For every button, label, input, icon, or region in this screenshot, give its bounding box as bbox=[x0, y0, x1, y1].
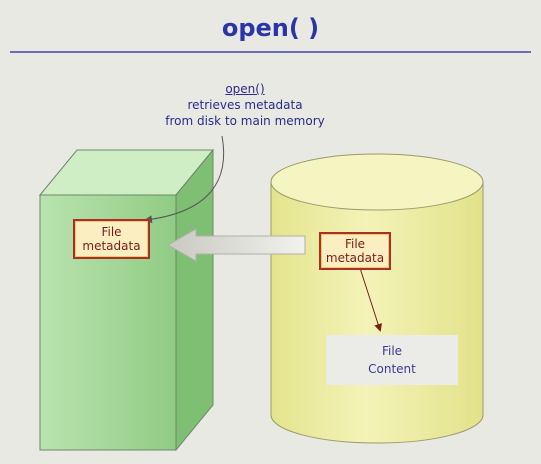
memory-metadata-box: File metadata bbox=[73, 219, 150, 259]
file-content-line-1: File bbox=[381, 344, 403, 358]
memory-block bbox=[38, 148, 215, 452]
disk-metadata-box: File metadata bbox=[319, 232, 391, 270]
memory-metadata-line-1: File bbox=[101, 225, 122, 239]
file-content-line-2: Content bbox=[368, 362, 416, 376]
memory-metadata-line-2: metadata bbox=[82, 239, 141, 253]
file-content-box: File Content bbox=[326, 335, 458, 385]
disk-metadata-line-1: File bbox=[344, 237, 366, 251]
function-name: open() bbox=[225, 82, 265, 96]
disk-cylinder bbox=[270, 153, 484, 444]
annotation-line-2: from disk to main memory bbox=[165, 114, 325, 128]
disk-metadata-line-2: metadata bbox=[325, 251, 385, 265]
slide-title: open( ) bbox=[221, 14, 320, 42]
content-pointer bbox=[359, 267, 382, 332]
title-divider bbox=[10, 51, 531, 53]
annotation-line-1: retrieves metadata bbox=[187, 98, 303, 112]
annotation-pointer bbox=[144, 135, 225, 224]
transfer-arrow bbox=[166, 228, 306, 262]
open-annotation: open() retrieves metadata from disk to m… bbox=[150, 81, 340, 129]
